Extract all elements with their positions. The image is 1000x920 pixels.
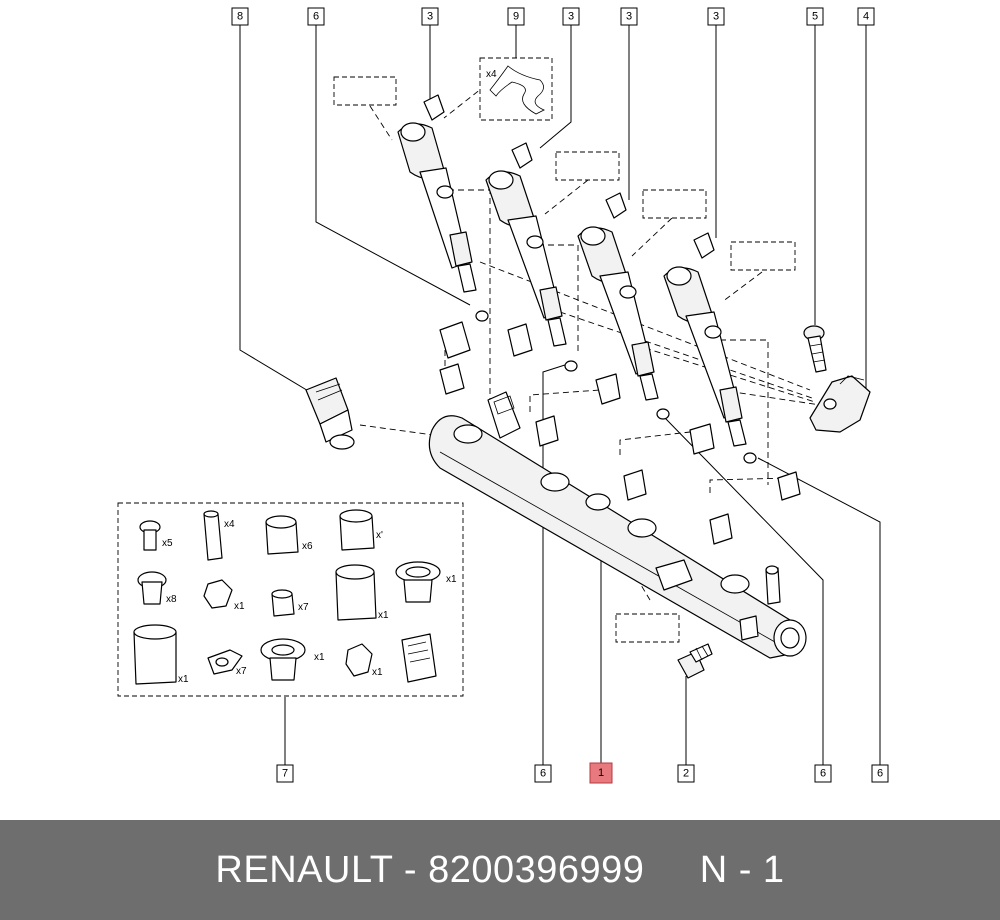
callout-6-bottom-b[interactable]: 6 [814,764,832,783]
kit-item-13: x1 [345,643,383,678]
kit-item-1: x5 [139,520,173,551]
svg-text:3: 3 [427,11,433,23]
svg-text:6: 6 [313,11,319,23]
svg-text:x1: x1 [314,652,325,663]
rail-bolt [677,643,713,679]
kit-item-9: x1 [395,561,457,603]
callout-8[interactable]: 8 [231,7,249,26]
injector-4 [663,232,757,464]
kit-item-6: x1 [203,579,245,612]
svg-text:x4: x4 [224,519,235,530]
callout-9[interactable]: 9 [507,7,525,26]
fuel-rail [428,391,807,659]
callout-7[interactable]: 7 [276,764,294,783]
svg-text:9: 9 [513,11,519,23]
kit-item-5: x8 [137,571,177,605]
callout-3-c[interactable]: 3 [620,7,638,26]
pipe-nuts [439,321,801,545]
callout-6-top[interactable]: 6 [307,7,325,26]
svg-text:5: 5 [812,11,818,23]
svg-text:x7: x7 [236,666,247,677]
bracket-part [809,375,871,433]
repair-kit: x5 x4 x6 x' x8 x1 x7 [117,502,464,697]
svg-text:6: 6 [820,768,826,780]
svg-text:2: 2 [683,768,689,780]
svg-text:x1: x1 [178,674,189,685]
dashed-guides [359,84,821,601]
position-suffix: N - 1 [699,848,785,891]
parts-diagram: x4 [117,7,889,784]
svg-text:6: 6 [877,768,883,780]
kit-item-8: x1 [335,564,389,621]
kit-item-10: x1 [133,624,189,685]
clip-part: x4 [479,57,553,121]
spacer [644,849,699,891]
callout-1-highlighted[interactable]: 1 [589,762,613,784]
kit-item-7: x7 [271,589,309,617]
svg-text:x1: x1 [446,574,457,585]
svg-text:x1: x1 [372,667,383,678]
svg-text:3: 3 [713,11,719,23]
kit-item-11: x7 [207,649,247,677]
svg-text:6: 6 [540,768,546,780]
svg-text:3: 3 [626,11,632,23]
svg-text:7: 7 [282,768,288,780]
svg-text:x6: x6 [302,541,313,552]
svg-text:3: 3 [568,11,574,23]
kit-item-4: x' [339,509,383,551]
callout-4[interactable]: 4 [857,7,875,26]
callout-5[interactable]: 5 [806,7,824,26]
part-number: 8200396999 [428,848,645,891]
svg-text:x8: x8 [166,594,177,605]
svg-text:4: 4 [863,11,869,23]
svg-text:x7: x7 [298,602,309,613]
injector-2 [485,142,578,372]
kit-item-12: x1 [260,638,325,681]
callout-6-bottom-c[interactable]: 6 [871,764,889,783]
kit-item-manual [401,633,437,683]
callout-3-b[interactable]: 3 [562,7,580,26]
svg-text:x5: x5 [162,538,173,549]
leader-lines [239,25,881,765]
injector-1 [397,94,489,322]
svg-text:8: 8 [237,11,243,23]
bolt-part [803,325,827,373]
injector-3 [577,192,670,420]
callout-6-bottom-a[interactable]: 6 [534,764,552,783]
kit-item-2: x4 [203,510,235,561]
empty-label-boxes [333,76,796,643]
footer-bar: RENAULT - 8200396999 N - 1 [0,820,1000,920]
footer-caption: RENAULT - 8200396999 N - 1 [215,849,784,892]
kit-item-3: x6 [265,515,313,555]
separator: - [392,848,429,891]
svg-text:x1: x1 [378,610,389,621]
clip-quantity: x4 [486,69,497,80]
pressure-sensor [305,377,355,450]
svg-text:x1: x1 [234,601,245,612]
callout-3-d[interactable]: 3 [707,7,725,26]
callout-2[interactable]: 2 [677,764,695,783]
svg-text:1: 1 [598,767,604,779]
svg-text:x': x' [376,530,383,541]
callout-3-a[interactable]: 3 [421,7,439,26]
brand-name: RENAULT [215,848,393,891]
